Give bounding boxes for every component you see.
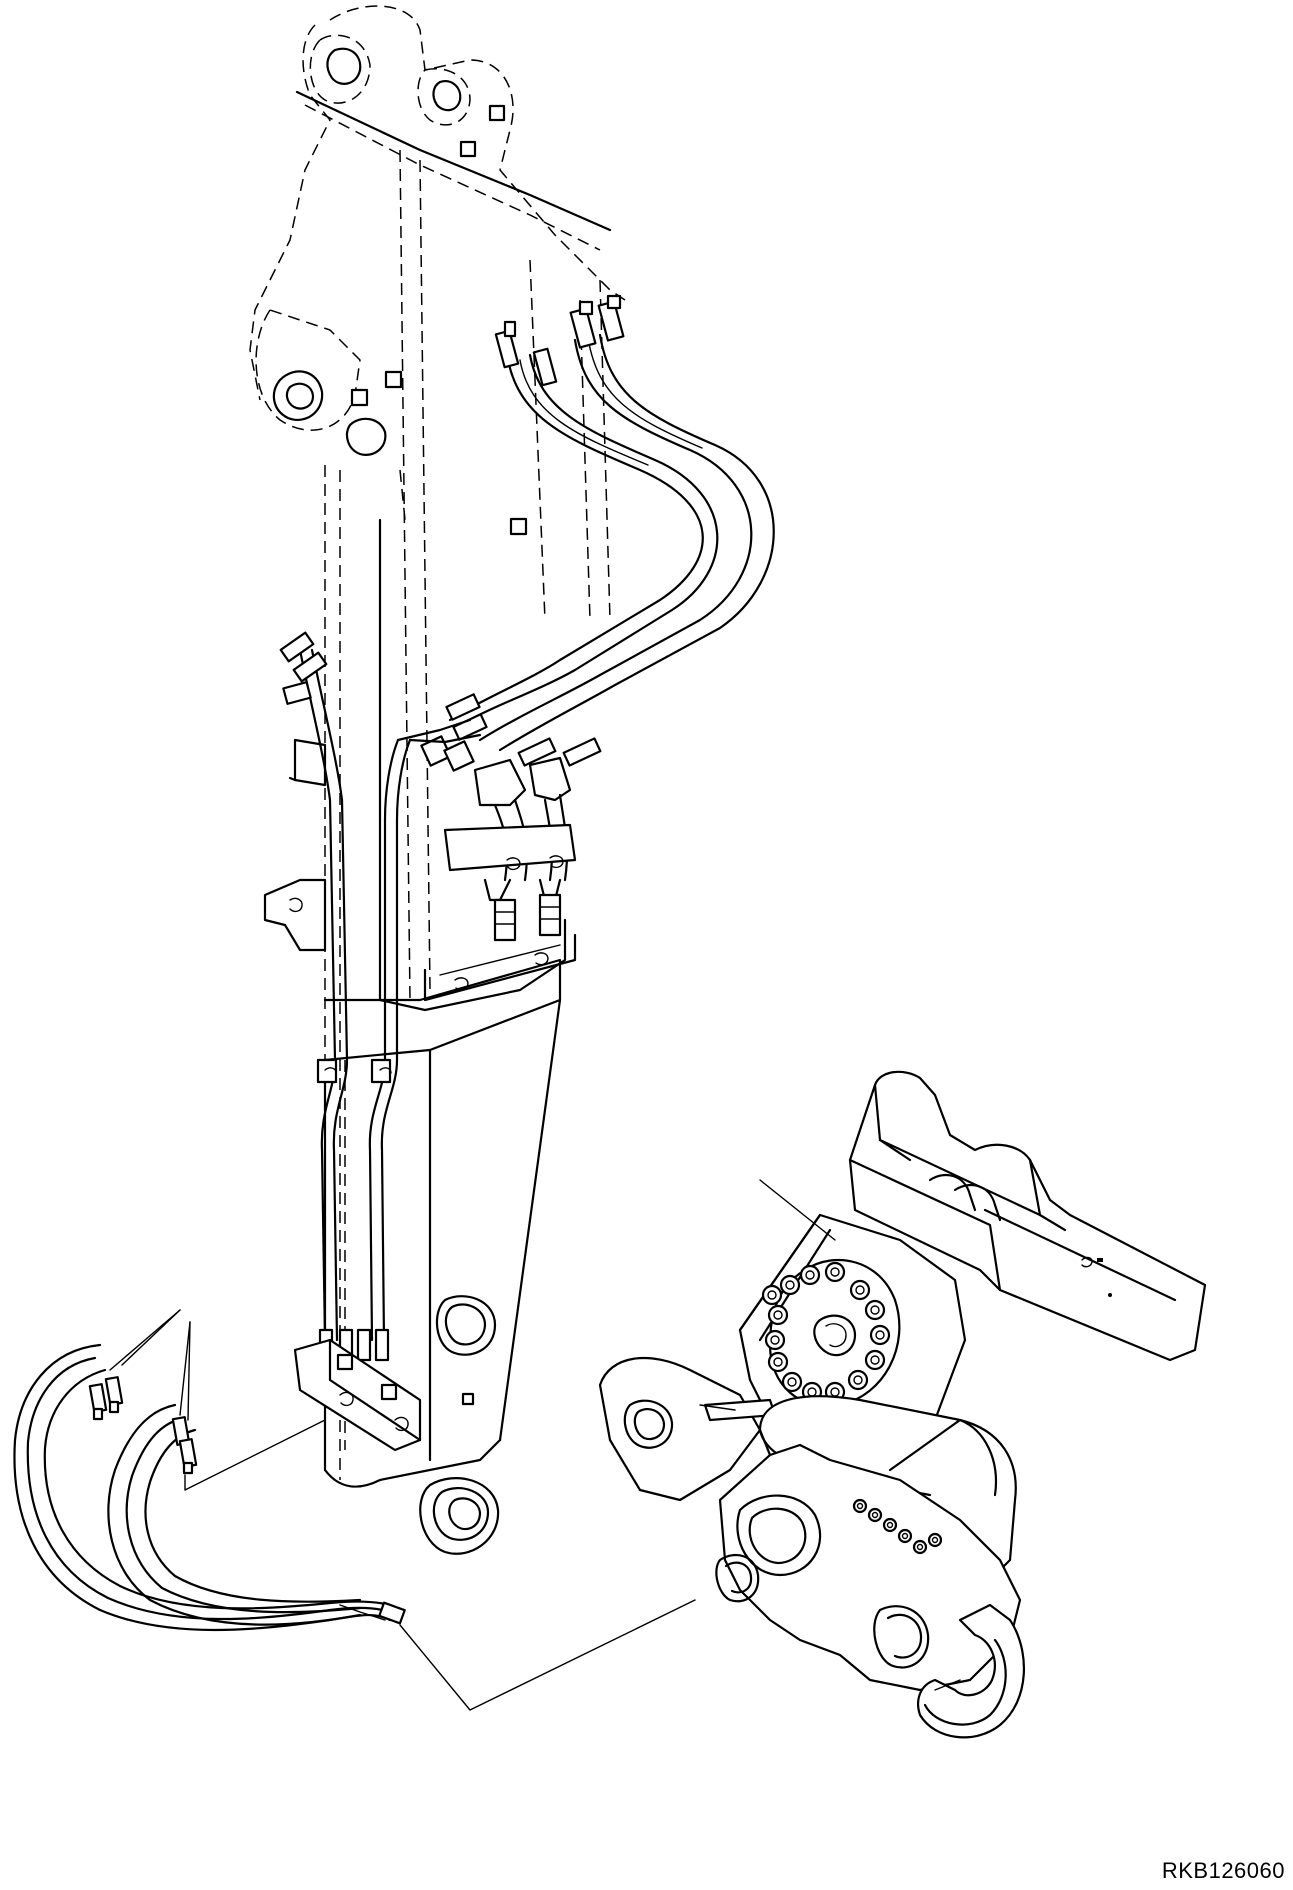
fitting-icon [279,631,392,1362]
pin-marker [699,1404,736,1411]
hose-routing-icon [279,294,775,1452]
bolt-circle-icon [761,1258,901,1408]
fitting-icon [494,294,625,387]
fitting-icon [88,1376,198,1475]
leader-line [399,1599,696,1711]
figure-reference-code: RKB126060 [1161,1858,1285,1883]
excavator-arm-icon [249,5,626,1555]
fitting-icon [420,693,602,942]
leader-line [184,1419,326,1491]
hose-bundle-icon [13,1309,406,1632]
quick-coupler-icon [598,1070,1207,1739]
